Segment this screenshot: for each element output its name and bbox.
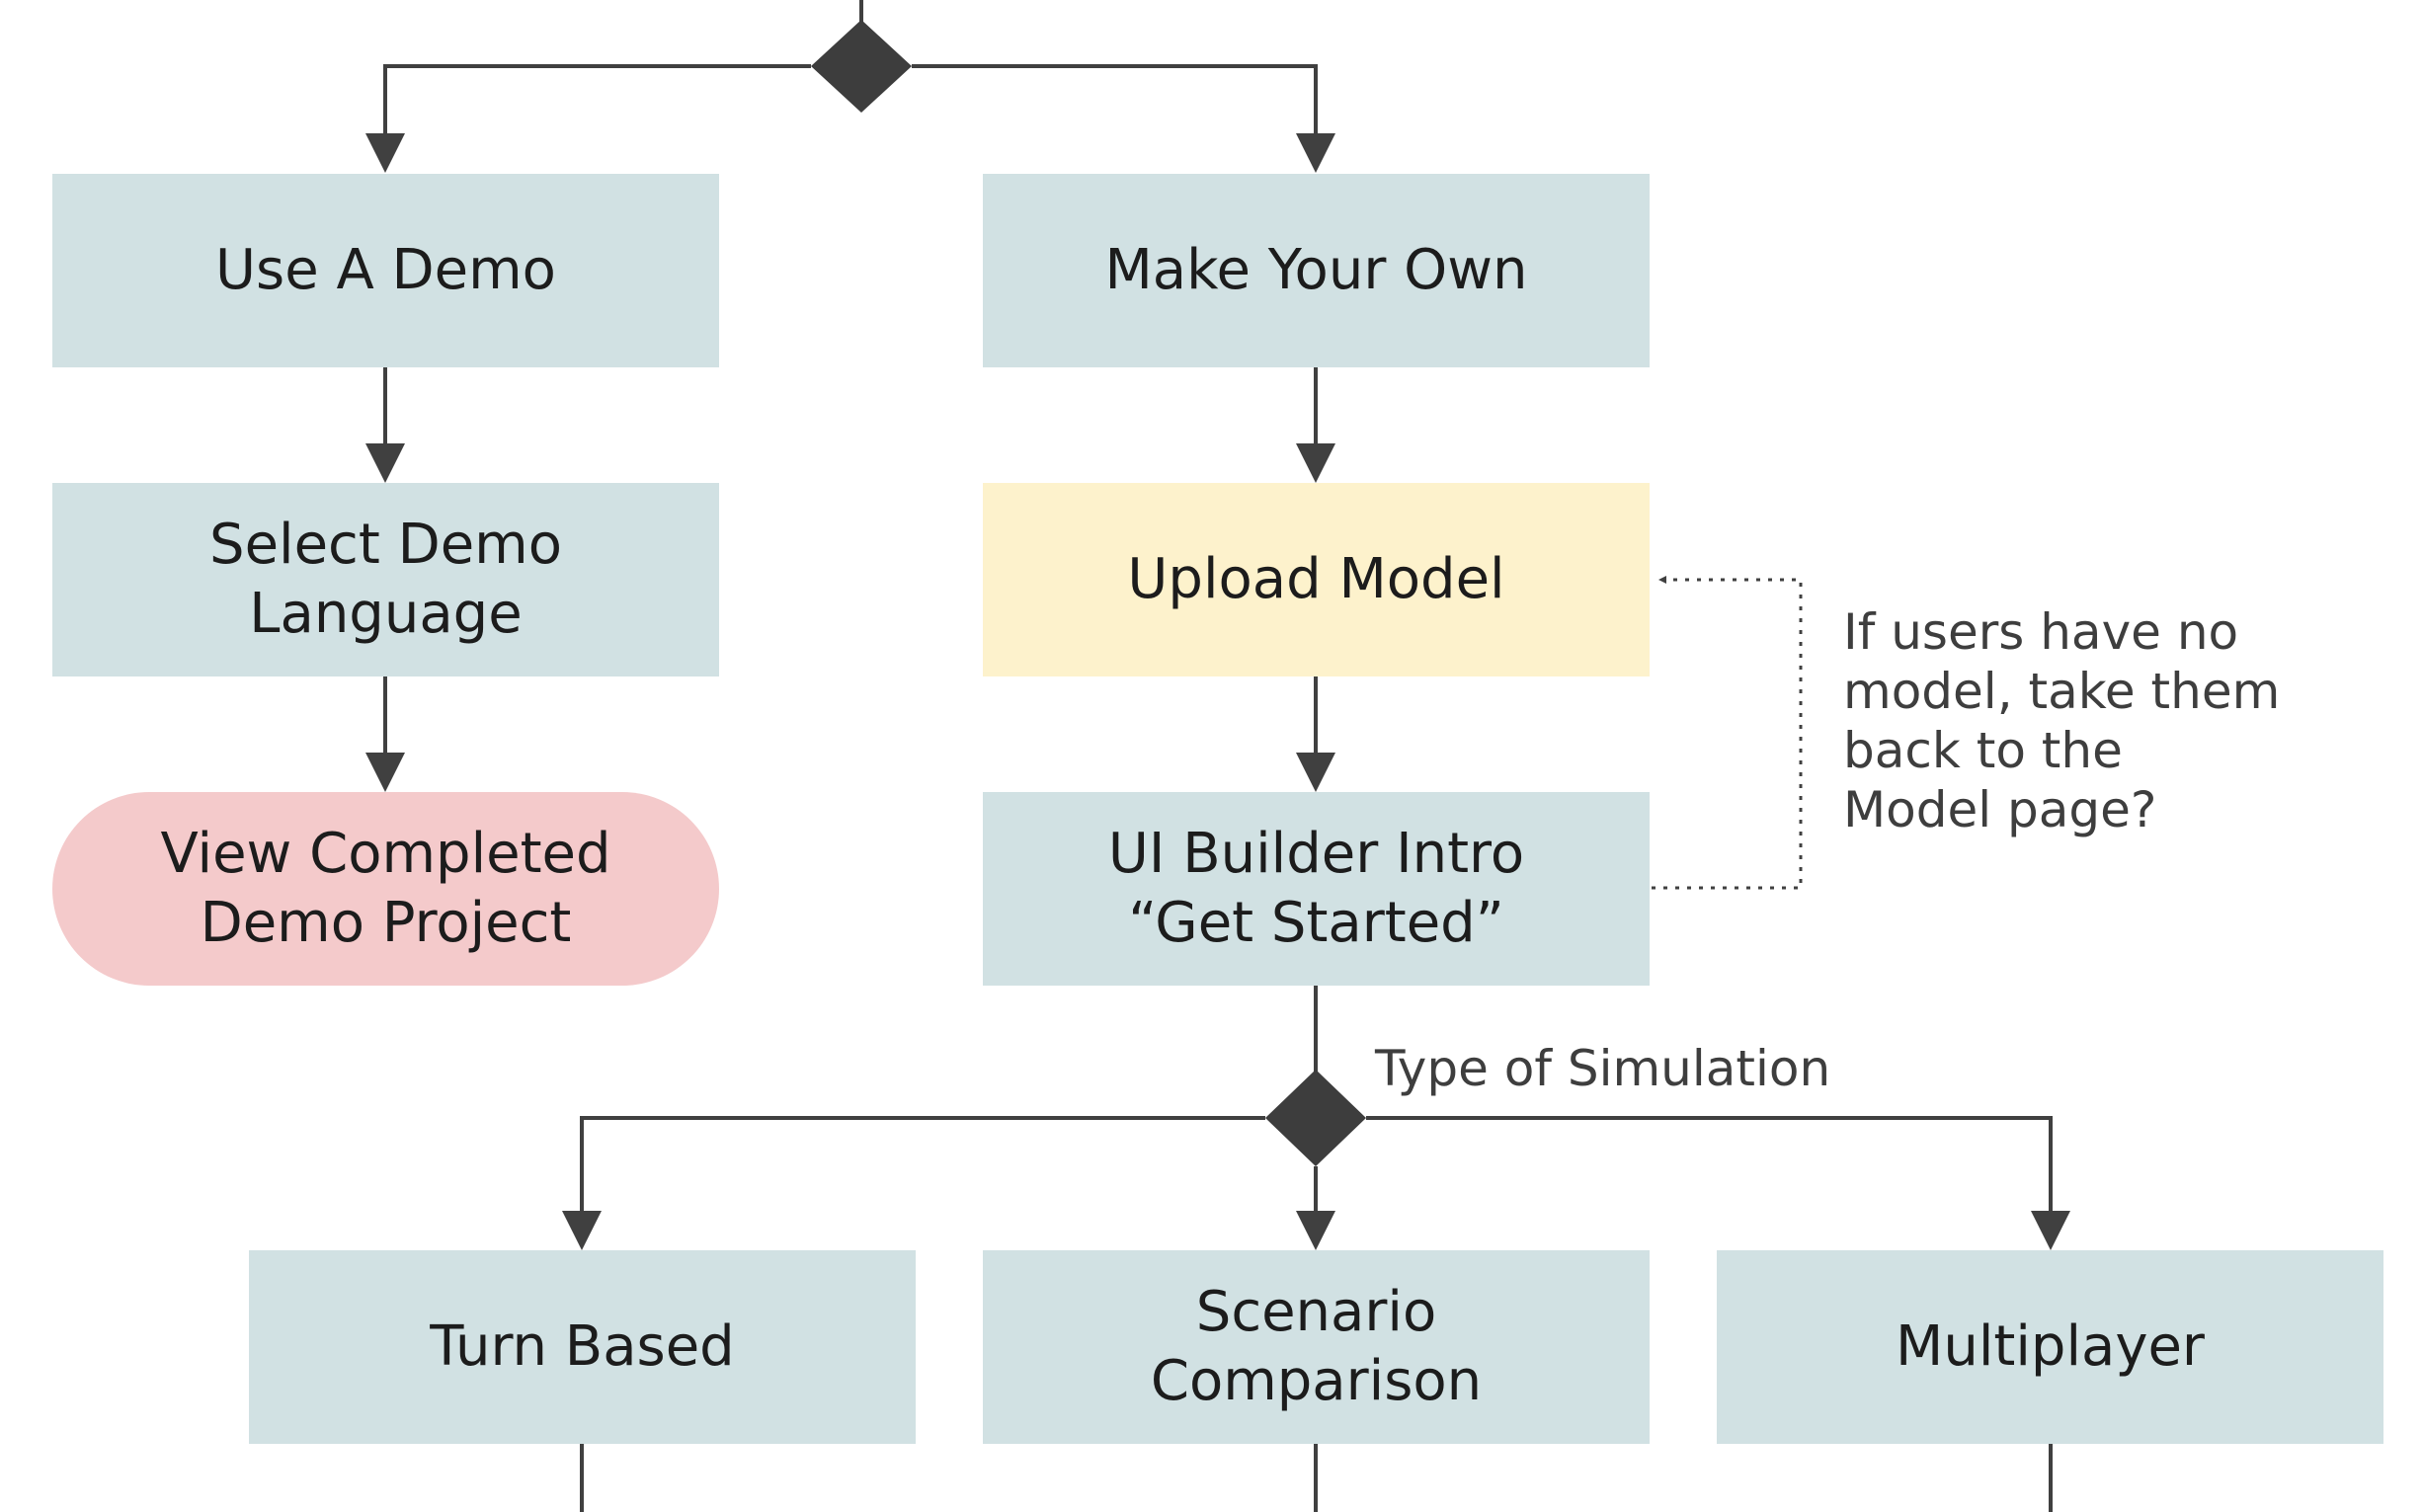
connector-to-make-own — [912, 64, 1335, 173]
node-use-a-demo: Use A Demo — [52, 174, 719, 367]
connector-to-multiplayer — [1366, 1116, 2070, 1250]
connector-dotted-loop-back — [1652, 576, 1803, 890]
node-turn-based: Turn Based — [249, 1250, 916, 1444]
decision-diamond-top — [811, 20, 912, 113]
annotation-type-of-simulation: Type of Simulation — [1375, 1040, 1831, 1097]
node-multiplayer: Multiplayer — [1717, 1250, 2383, 1444]
node-select-demo-language: Select Demo Language — [52, 483, 719, 676]
node-make-your-own: Make Your Own — [983, 174, 1650, 367]
node-ui-builder-intro: UI Builder Intro “Get Started” — [983, 792, 1650, 986]
node-upload-model: Upload Model — [983, 483, 1650, 676]
decision-diamond-simulation — [1265, 1070, 1366, 1166]
node-scenario-comparison: Scenario Comparison — [983, 1250, 1650, 1444]
annotation-no-model-note: If users have no model, take them back t… — [1843, 603, 2281, 838]
node-view-completed-demo-project: View Completed Demo Project — [52, 792, 719, 986]
connector-to-use-demo — [365, 64, 811, 173]
connector-to-turn-based — [562, 1116, 1265, 1250]
